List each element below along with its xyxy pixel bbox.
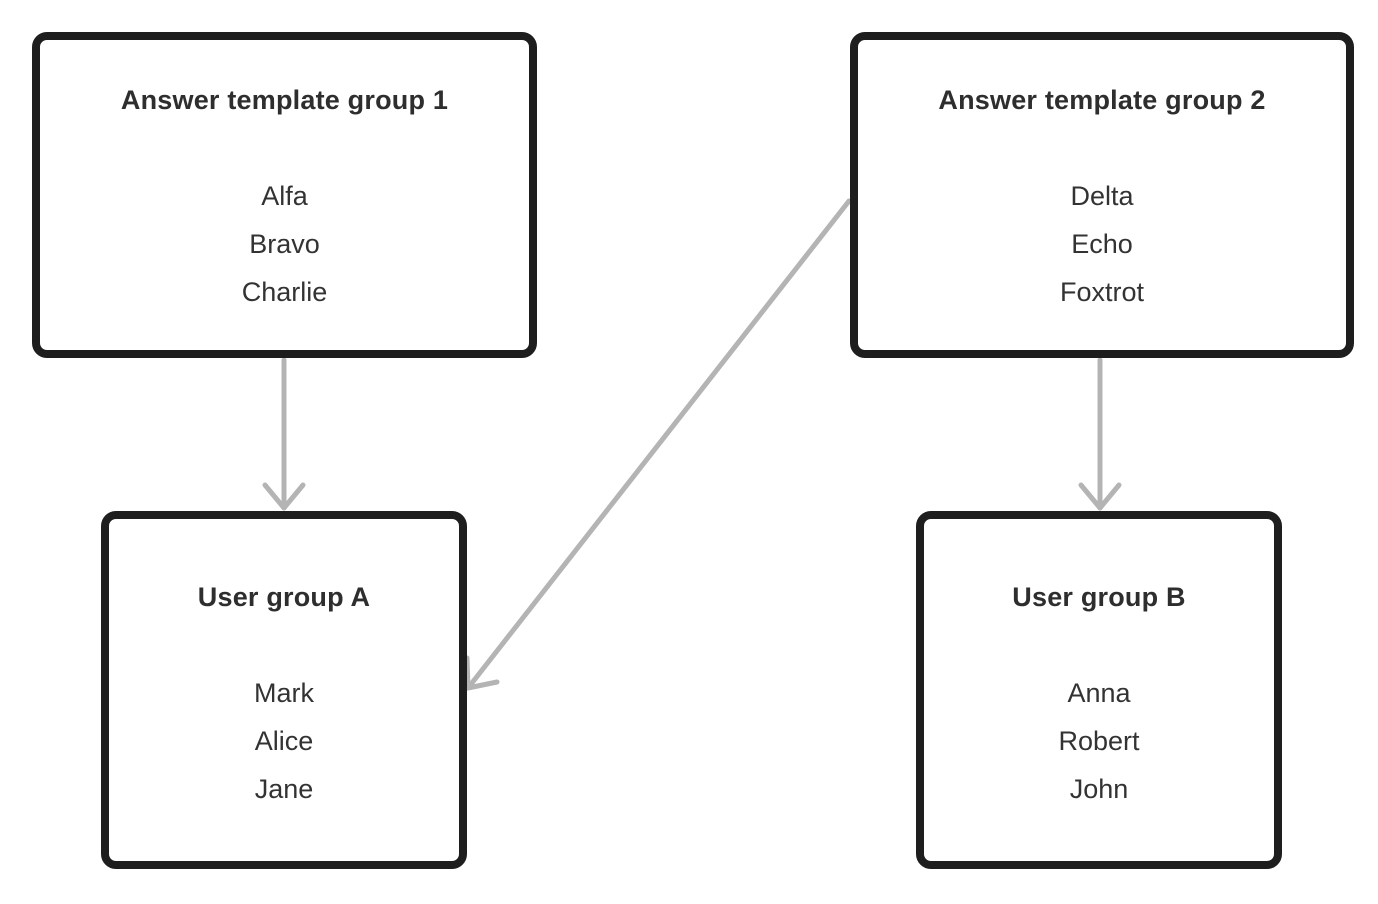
node-item: Jane (254, 774, 314, 804)
node-title: User group B (1012, 582, 1186, 612)
node-item: Robert (1058, 726, 1140, 756)
node-item-list: Alfa Bravo Charlie (40, 172, 529, 316)
node-item: John (1069, 774, 1129, 804)
node-item: Anna (1067, 678, 1131, 708)
node-title: Answer template group 2 (938, 85, 1266, 115)
arrow-group1-to-groupA (262, 357, 306, 511)
node-item: Foxtrot (1059, 277, 1145, 307)
node-title: User group A (197, 582, 371, 612)
node-item: Echo (1071, 229, 1133, 259)
node-user-group-a: User group A Mark Alice Jane (101, 511, 467, 869)
node-item-list: Delta Echo Foxtrot (858, 172, 1346, 316)
node-item: Bravo (249, 229, 320, 259)
node-item-list: Anna Robert John (924, 669, 1274, 813)
node-answer-template-group-1: Answer template group 1 Alfa Bravo Charl… (32, 32, 537, 358)
node-item: Alice (254, 726, 314, 756)
node-user-group-b: User group B Anna Robert John (916, 511, 1282, 869)
node-item: Alfa (261, 181, 308, 211)
node-item-list: Mark Alice Jane (109, 669, 459, 813)
arrow-group2-to-groupA (464, 198, 852, 691)
node-answer-template-group-2: Answer template group 2 Delta Echo Foxtr… (850, 32, 1354, 358)
node-item: Delta (1070, 181, 1134, 211)
node-item: Charlie (241, 277, 328, 307)
node-item: Mark (254, 678, 314, 708)
node-title: Answer template group 1 (120, 85, 449, 115)
arrow-group2-to-groupB (1078, 357, 1122, 511)
